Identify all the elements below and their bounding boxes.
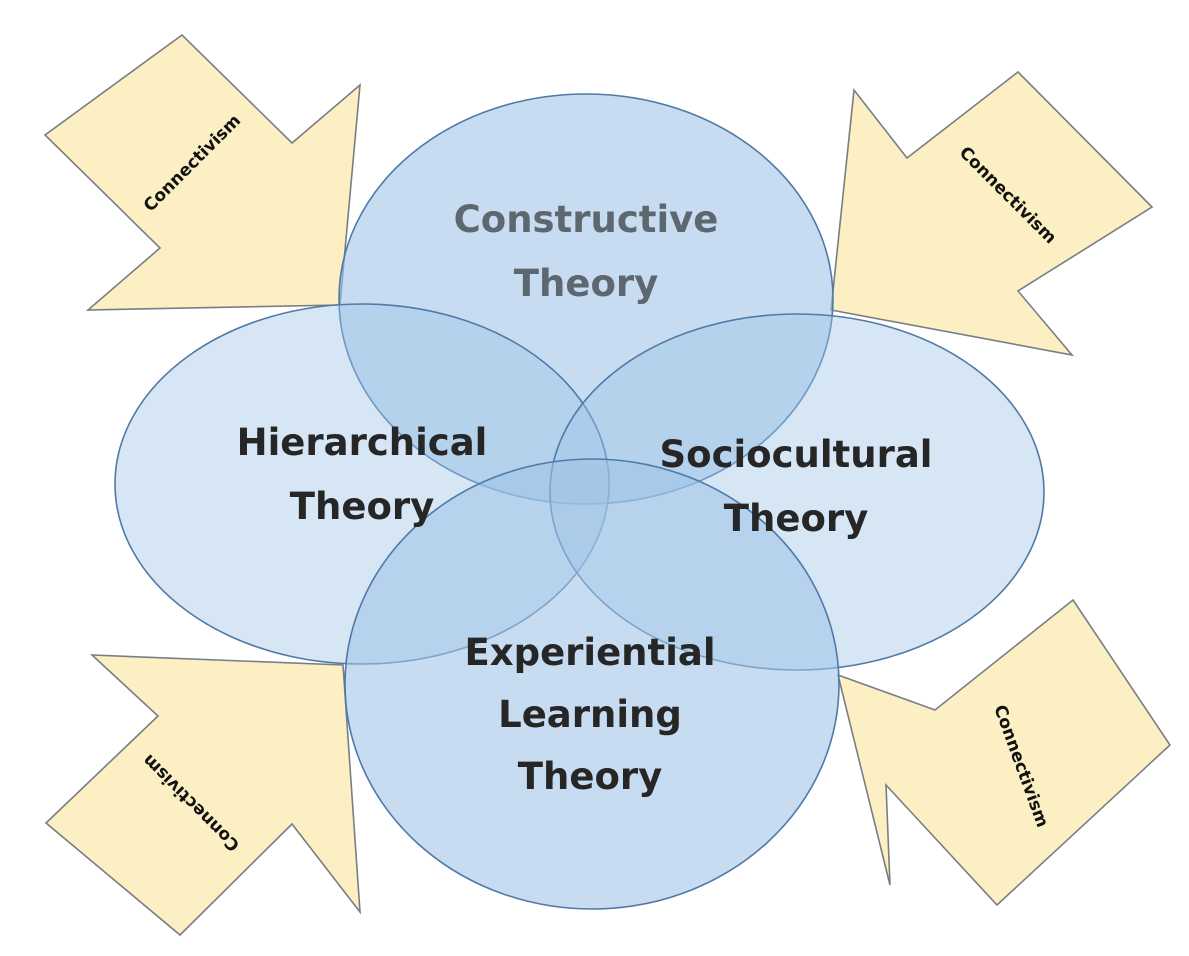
sociocultural-theory-line1: Sociocultural bbox=[660, 433, 933, 476]
hierarchical-theory-line2: Theory bbox=[290, 485, 434, 528]
arrow-bottom-left: Connectivism bbox=[44, 654, 361, 937]
sociocultural-theory-label: Sociocultural Theory bbox=[660, 433, 933, 540]
constructive-theory-line1: Constructive bbox=[454, 198, 719, 241]
experiential-learning-theory-ellipse bbox=[344, 458, 840, 910]
experiential-theory-line2: Learning bbox=[498, 693, 682, 736]
arrow-top-right: Connectivism bbox=[830, 70, 1154, 357]
sociocultural-theory-line2: Theory bbox=[724, 497, 868, 540]
arrow-bottom-right-shape bbox=[836, 598, 1172, 907]
experiential-theory-line3: Theory bbox=[518, 755, 662, 798]
arrow-top-left-shape bbox=[43, 33, 361, 311]
arrow-top-right-shape bbox=[830, 70, 1154, 357]
experiential-theory-line1: Experiential bbox=[464, 631, 715, 674]
hierarchical-theory-line1: Hierarchical bbox=[237, 421, 488, 464]
experiential-learning-theory-label: Experiential Learning Theory bbox=[464, 631, 715, 798]
constructive-theory-line2: Theory bbox=[514, 262, 658, 305]
hierarchical-theory-label: Hierarchical Theory bbox=[237, 421, 488, 528]
arrow-bottom-right: Connectivism bbox=[836, 598, 1172, 907]
arrow-top-left: Connectivism bbox=[43, 33, 361, 311]
constructive-theory-label: Constructive Theory bbox=[454, 198, 719, 305]
arrow-bottom-left-shape bbox=[44, 654, 361, 937]
